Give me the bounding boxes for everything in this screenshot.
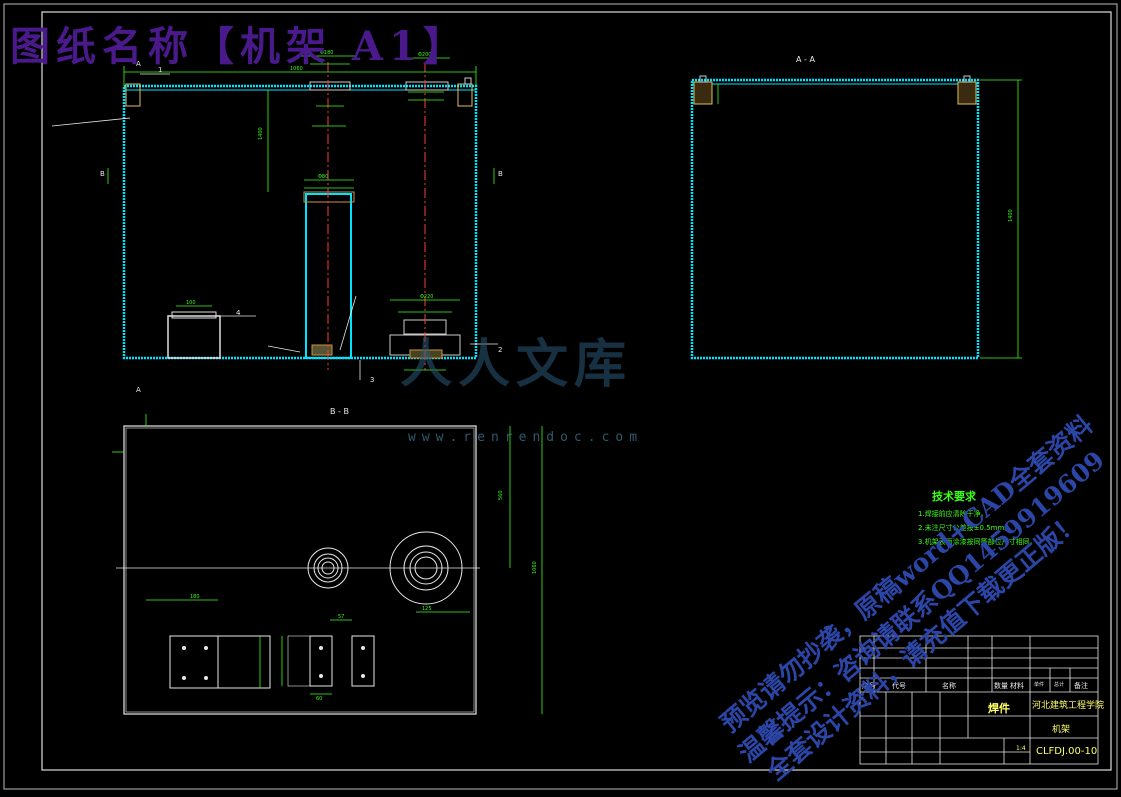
svg-text:Φ200: Φ200 [418,52,431,58]
drawing-title: 图纸名称【机架 A1】 [10,23,469,70]
tech-requirement-2: 2.未注尺寸公差按±0.5mm。 [918,523,1011,532]
svg-text:1060: 1060 [532,561,538,574]
svg-text:1: 1 [158,66,162,74]
svg-text:125: 125 [422,606,432,612]
tech-requirement-1: 1.焊接前应清除干净。 [918,509,988,518]
svg-text:2: 2 [498,346,502,354]
svg-text:B: B [498,170,503,178]
svg-text:1400: 1400 [1008,209,1014,222]
watermark-logo: 人人文库 [400,334,633,395]
section-bb-view: 560 1060 180 57 60 125 [112,414,543,715]
svg-text:Φ80: Φ80 [318,174,328,180]
watermark-url: www.renrendoc.com [408,430,644,445]
small-bracket [167,315,221,359]
tb-drawing-no: CLFDJ.00-10 [1036,746,1097,757]
svg-text:1060: 1060 [290,66,303,72]
tb-scale: 1:4 [1016,745,1026,752]
tb-header-remark: 备注 [1074,681,1088,690]
section-aa-label: A - A [796,55,815,64]
title-block [859,635,1099,765]
tb-header-unit: 单件 [1034,681,1044,688]
section-aa-view: 1400 [690,75,1022,360]
sheet-outer-border [3,3,1118,790]
svg-text:60: 60 [316,696,322,702]
svg-text:4: 4 [236,309,241,317]
svg-text:A: A [136,386,141,394]
tb-part-name: 机架 [1052,723,1070,735]
svg-text:Φ180: Φ180 [320,50,333,56]
svg-text:A: A [136,60,141,68]
svg-text:180: 180 [190,594,200,600]
small-bearing-hole [307,547,349,589]
tb-header-name: 名称 [942,681,956,690]
svg-text:B: B [100,170,105,178]
tb-header-qty: 数量 [994,681,1008,690]
front-view-outline [122,84,478,360]
front-view: 1060 1400 Φ180 Φ200 Φ80 Φ220 100 1 4 2 3… [51,50,503,394]
tb-part-type: 焊件 [988,701,1010,715]
large-bearing-hole [389,531,463,605]
svg-text:1400: 1400 [258,127,264,140]
svg-text:3: 3 [370,376,374,384]
tech-requirement-3: 3.机架表面涂漆按同等部位尺寸相同。 [918,537,1037,546]
title-block-text: 序号 代号 名称 数量 材料 单件 总计 备注 焊件 河北建筑工程学院 机架 1… [862,681,1104,757]
tech-requirements: 技术要求 1.焊接前应清除干净。 2.未注尺寸公差按±0.5mm。 3.机架表面… [918,489,1037,546]
sheet-inner-frame [41,11,1112,771]
svg-text:100: 100 [186,300,196,306]
svg-text:Φ220: Φ220 [420,294,433,300]
tb-header-code: 代号 [892,681,906,690]
tb-header-seq: 序号 [862,681,876,690]
svg-text:560: 560 [498,490,504,500]
section-aa-outline [690,78,980,360]
svg-text:57: 57 [338,614,344,620]
tech-requirements-heading: 技术要求 [932,489,977,503]
section-bb-outline [123,425,477,715]
section-bb-label: B - B [330,407,349,416]
tb-header-material: 材料 [1010,681,1024,690]
tb-header-total: 总计 [1054,681,1064,688]
tb-school: 河北建筑工程学院 [1032,699,1104,711]
